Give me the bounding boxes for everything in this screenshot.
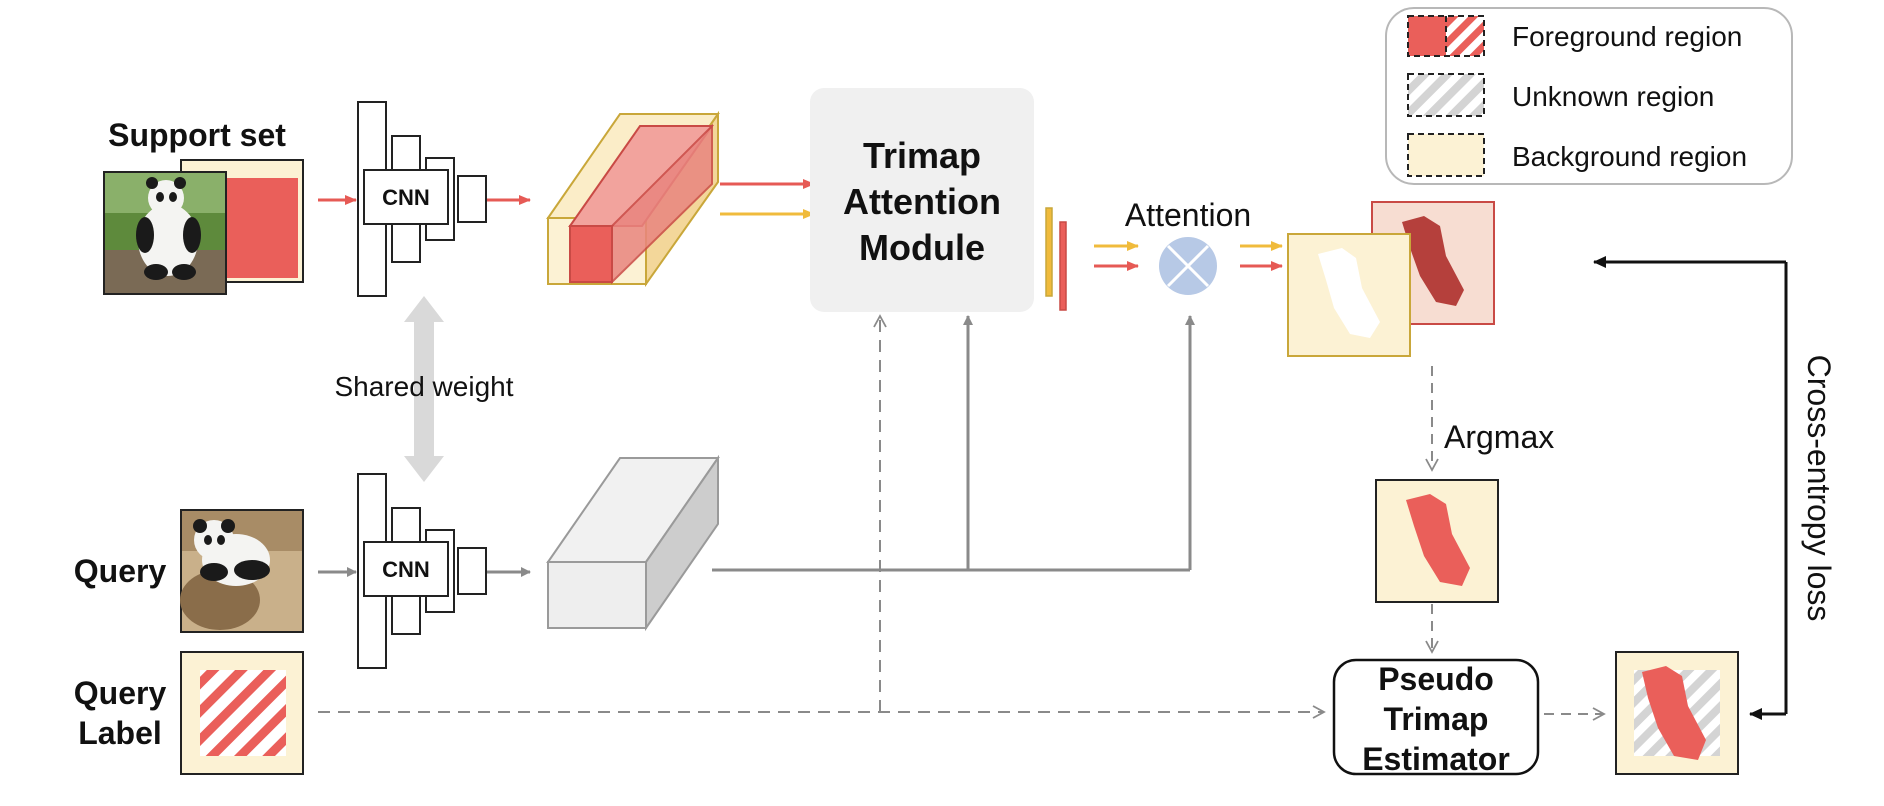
cnn-query-label: CNN: [382, 557, 430, 582]
query-label-dashed-flow: [318, 314, 1326, 719]
cnn-support-label: CNN: [382, 185, 430, 210]
legend-swatch-unknown: [1407, 73, 1485, 117]
argmax-mask-image: [1375, 479, 1499, 603]
background-prototype-bar: [1045, 207, 1053, 297]
pseudo-trimap-image: [1615, 651, 1739, 775]
legend-background-label: Background region: [1512, 141, 1747, 172]
support-cnn-block: [357, 101, 487, 297]
support-panda-image: [103, 171, 227, 295]
foreground-prototype-bar: [1059, 221, 1067, 311]
attention-multiply-icon: [1159, 237, 1217, 295]
legend-unknown-label: Unknown region: [1512, 81, 1714, 112]
query-label-image: [180, 651, 304, 775]
support-feature-cuboid: [546, 110, 720, 288]
query-feature-cuboid: [546, 454, 720, 632]
tam-label-line2: Attention: [843, 181, 1001, 222]
pseudo-trimap-estimator-box: [1332, 658, 1540, 776]
query-label: Query: [74, 553, 167, 589]
query-feature-flow: [712, 315, 1195, 572]
query-label-title-line2: Label: [78, 715, 162, 751]
pte-label-line2: Trimap: [1384, 701, 1489, 737]
legend-box: [1385, 7, 1793, 185]
argmax-label: Argmax: [1444, 419, 1554, 455]
pte-label-line3: Estimator: [1362, 741, 1510, 777]
query-label-title-line1: Query: [74, 675, 167, 711]
tam-label-line1: Trimap: [863, 135, 981, 176]
query-panda-image: [180, 509, 304, 633]
cross-entropy-loop: [1593, 256, 1788, 720]
support-set-label: Support set: [108, 117, 286, 153]
tam-label-line3: Module: [859, 227, 985, 268]
shared-weight-arrow: [404, 296, 444, 482]
attention-label: Attention: [1125, 197, 1251, 233]
legend-swatch-foreground: [1407, 15, 1485, 57]
background-attention-map: [1287, 233, 1411, 357]
trimap-attention-module-box: [810, 88, 1034, 312]
query-cnn-block: [357, 473, 487, 669]
legend-foreground-label: Foreground region: [1512, 21, 1742, 52]
legend-swatch-background: [1407, 133, 1485, 177]
shared-weight-label: Shared weight: [334, 371, 513, 402]
pte-label-line1: Pseudo: [1378, 661, 1494, 697]
cross-entropy-loss-label: Cross-entropy loss: [1801, 355, 1837, 622]
